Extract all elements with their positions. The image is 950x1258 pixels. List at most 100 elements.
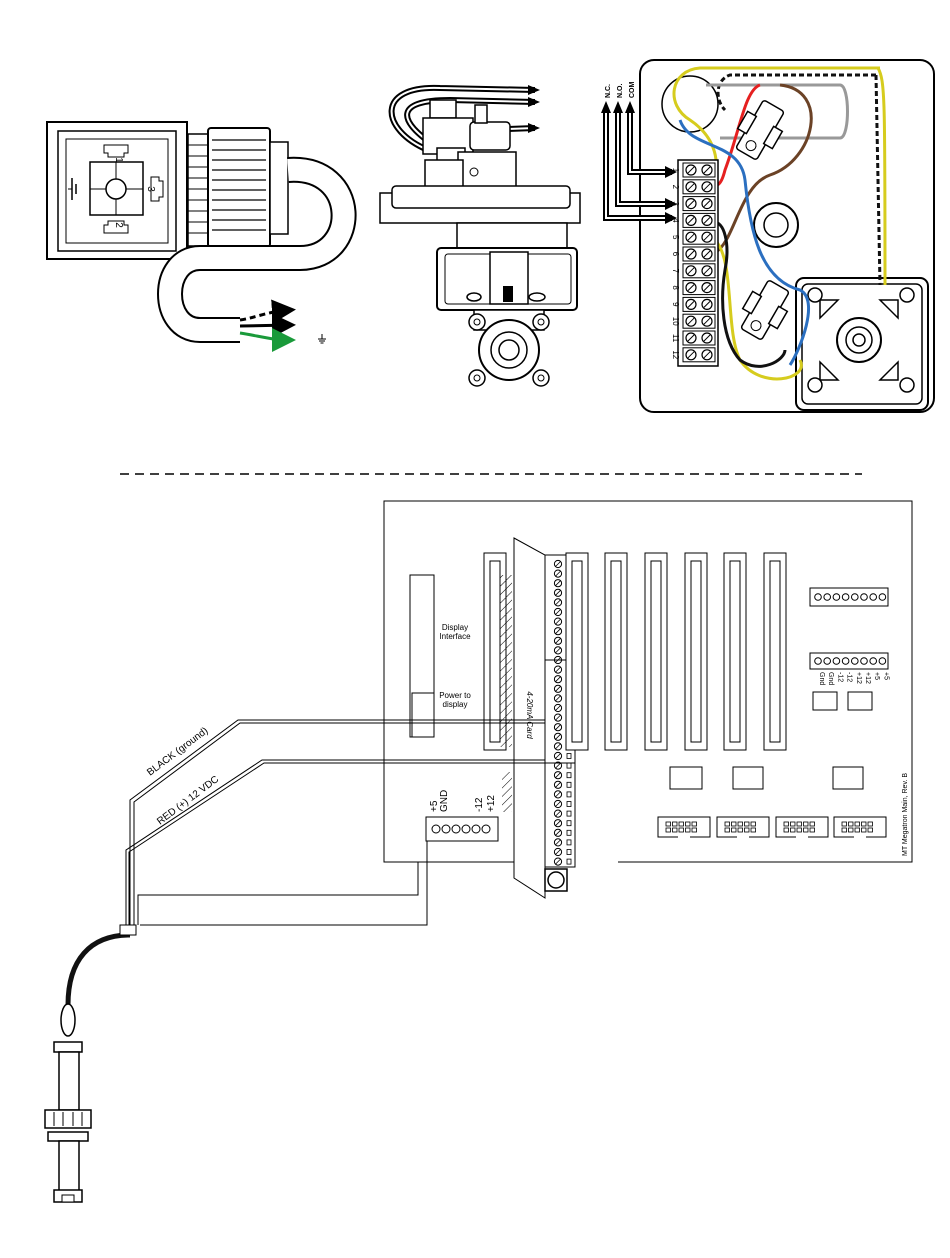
header-pin-label: +5 <box>873 672 880 680</box>
terminal-number: 11 <box>671 334 680 343</box>
contact-nc-label: N.C. <box>605 84 612 98</box>
ribbon-pin <box>868 822 873 826</box>
contact-no-label: N.O. <box>617 84 624 98</box>
header-pin <box>870 658 877 665</box>
header-pin <box>815 658 822 665</box>
card-terminal-pin <box>567 782 571 787</box>
power-header-pin <box>482 825 490 833</box>
ribbon-pin <box>751 822 756 826</box>
ribbon-pin <box>810 828 815 832</box>
header-pin-label: Gnd <box>827 672 834 685</box>
ribbon-connector <box>717 817 769 837</box>
header-pin <box>852 658 859 665</box>
header-pin-label: Gnd <box>818 672 825 685</box>
din-connector: 1 2 3 <box>47 122 344 343</box>
header-pin <box>815 594 822 601</box>
ribbon-connector <box>834 817 886 837</box>
header-pin <box>824 658 831 665</box>
ribbon-pin <box>797 822 802 826</box>
display-interface-label-2: Interface <box>439 632 471 641</box>
terminal-number: 9 <box>671 302 680 307</box>
card-terminal-pin <box>567 754 571 759</box>
power-header-pin <box>462 825 470 833</box>
power-display-label-1: Power to <box>439 691 471 700</box>
pin-2-label: 2 <box>113 222 124 228</box>
card-terminal-pin <box>567 821 571 826</box>
power-header-pin <box>432 825 440 833</box>
header-pin <box>833 658 840 665</box>
power-display-label-2: display <box>443 700 468 709</box>
ribbon-pin <box>673 822 678 826</box>
ribbon-pin <box>692 828 697 832</box>
ribbon-pin <box>791 822 796 826</box>
ribbon-pin <box>797 828 802 832</box>
header-pin <box>842 594 849 601</box>
power-header-pin <box>472 825 480 833</box>
card-terminal-pin <box>567 840 571 845</box>
ribbon-pin <box>745 822 750 826</box>
ribbon-pin <box>784 828 789 832</box>
header-pin <box>833 594 840 601</box>
expansion-slot-opening <box>730 561 740 742</box>
power-label-minus12: -12 <box>474 797 485 812</box>
ribbon-pin <box>725 822 730 826</box>
header-pin <box>861 594 868 601</box>
ribbon-pin <box>732 828 737 832</box>
header-pin <box>852 594 859 601</box>
power-label-gnd: GND <box>439 790 450 812</box>
header-pin-label: -12 <box>846 672 853 682</box>
ribbon-pin <box>679 822 684 826</box>
card-terminal-pin <box>567 830 571 835</box>
card-terminal-pin <box>567 792 571 797</box>
ribbon-pin <box>868 828 873 832</box>
ribbon-pin <box>810 822 815 826</box>
card-label: 4-20mA Card <box>525 691 534 739</box>
ribbon-pin <box>849 828 854 832</box>
ribbon-pin <box>686 822 691 826</box>
ribbon-connector <box>776 817 828 837</box>
card-terminal-pin <box>567 859 571 864</box>
ground-symbol <box>318 334 326 343</box>
ribbon-pin <box>666 822 671 826</box>
contact-com-label: COM <box>629 82 636 99</box>
ribbon-pin <box>804 822 809 826</box>
header-pin-label: +12 <box>855 672 862 684</box>
ribbon-pin <box>842 828 847 832</box>
ribbon-pin <box>784 822 789 826</box>
ribbon-pin <box>751 828 756 832</box>
ribbon-pin <box>692 822 697 826</box>
ribbon-pin <box>849 822 854 826</box>
display-interface-label-1: Display <box>442 623 468 632</box>
terminal-number: 2 <box>671 185 680 190</box>
ribbon-pin <box>738 822 743 826</box>
power-header-pin <box>442 825 450 833</box>
card-terminal-pin <box>567 802 571 807</box>
expansion-slots <box>566 553 786 750</box>
ribbon-pin <box>732 822 737 826</box>
header-pin <box>879 658 886 665</box>
header-pin <box>870 594 877 601</box>
switch-panel: 123456789101112 N.C. N.O. COM <box>601 60 934 412</box>
board-revision-label: MT Megatron Main, Rev. B <box>902 773 909 856</box>
header-pin <box>824 594 831 601</box>
expansion-slot-opening <box>770 561 780 742</box>
main-board: Display Interface Power to display 4-20m… <box>384 501 912 898</box>
ribbon-connector <box>658 817 710 837</box>
ribbon-pin <box>666 828 671 832</box>
card-terminal-pin <box>567 773 571 778</box>
ribbon-pin <box>738 828 743 832</box>
pin-3-label: 3 <box>145 186 156 192</box>
power-label-plus12: +12 <box>486 795 497 812</box>
header-pin <box>842 658 849 665</box>
pin-1-label: 1 <box>113 157 124 163</box>
expansion-slot-opening <box>572 561 582 742</box>
card-terminal-pin <box>567 850 571 855</box>
header-pin <box>861 658 868 665</box>
terminal-number: 5 <box>671 235 680 240</box>
card-terminal-pin <box>567 763 571 768</box>
ribbon-pin <box>791 828 796 832</box>
valve-assembly <box>380 85 580 386</box>
terminal-number: 7 <box>671 269 680 274</box>
header-pin-label: -12 <box>836 672 843 682</box>
